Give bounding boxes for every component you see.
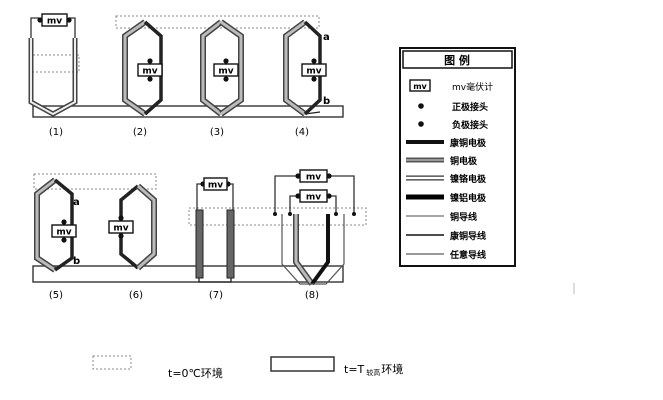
point-label-b: b bbox=[73, 256, 80, 267]
case-label-8: (8) bbox=[305, 290, 319, 301]
millivoltmeter-icon: mv bbox=[51, 224, 77, 238]
case-3-circuit bbox=[200, 19, 244, 117]
meter-label: mv bbox=[47, 17, 62, 27]
meter-label: mv bbox=[218, 67, 233, 77]
case-8-circuit bbox=[273, 173, 356, 286]
millivoltmeter-icon: mv bbox=[299, 189, 328, 203]
case-label-7: (7) bbox=[209, 290, 223, 301]
legend-item-label: 镍铬电极 bbox=[450, 173, 487, 185]
case-1-circuit bbox=[28, 17, 78, 117]
negative-terminal bbox=[147, 76, 153, 82]
legend-item-label: 负极接头 bbox=[452, 119, 488, 131]
meter-label: mv bbox=[113, 224, 128, 234]
legend-item-label: 康铜电极 bbox=[450, 137, 487, 149]
millivoltmeter-icon: mv bbox=[41, 13, 68, 27]
point-label-a: a bbox=[73, 197, 80, 208]
cold-environment-box-1 bbox=[28, 54, 80, 73]
legend-item-label: 铜导线 bbox=[450, 211, 477, 223]
positive-terminal bbox=[118, 215, 124, 221]
cold-environment-swatch bbox=[92, 355, 132, 370]
negative-terminal bbox=[326, 173, 332, 179]
dot-icon bbox=[418, 121, 424, 127]
positive-terminal bbox=[61, 219, 67, 225]
cold-environment-label: t=0℃环境 bbox=[168, 366, 223, 380]
legend-item-label: 任意导线 bbox=[449, 249, 486, 261]
dot-icon bbox=[418, 103, 424, 109]
legend: 图 例 mv mv毫伏计 正极接头 负极接头 康铜电极 铜电极 镍铬电极 镍铝电… bbox=[399, 47, 516, 267]
hot-environment-bar-bottom bbox=[32, 265, 344, 283]
millivoltmeter-icon: mv bbox=[213, 63, 239, 77]
point-label-b: b bbox=[323, 96, 330, 107]
legend-item-label: mv毫伏计 bbox=[452, 81, 493, 93]
hot-environment-swatch bbox=[270, 356, 335, 372]
case-label-4: (4) bbox=[295, 127, 309, 138]
positive-terminal bbox=[311, 58, 317, 64]
legend-title: 图 例 bbox=[444, 53, 470, 67]
negative-terminal bbox=[61, 237, 67, 243]
meter-icon: mv bbox=[409, 79, 431, 92]
hot-environment-bar-top bbox=[32, 105, 344, 118]
legend-title-bar bbox=[402, 50, 513, 69]
legend-item-label: 正极接头 bbox=[452, 101, 488, 113]
case-label-5: (5) bbox=[49, 290, 63, 301]
case-label-6: (6) bbox=[129, 290, 143, 301]
meter-label: mv bbox=[413, 82, 427, 91]
negative-terminal bbox=[223, 76, 229, 82]
case-label-1: (1) bbox=[49, 127, 63, 138]
millivoltmeter-icon: mv bbox=[301, 63, 327, 77]
millivoltmeter-icon: mv bbox=[108, 220, 134, 234]
meter-label: mv bbox=[306, 173, 321, 183]
legend-item-label: 铜电极 bbox=[450, 155, 478, 167]
cold-environment-box-5-6 bbox=[33, 173, 157, 190]
cold-environment-box-7-8 bbox=[188, 207, 367, 226]
negative-terminal bbox=[326, 193, 332, 199]
millivoltmeter-icon: mv bbox=[203, 177, 228, 191]
point-label-a: a bbox=[323, 32, 330, 43]
millivoltmeter-icon: mv bbox=[137, 63, 163, 77]
case-7-circuit bbox=[195, 181, 235, 283]
meter-label: mv bbox=[306, 67, 321, 77]
millivoltmeter-icon: mv bbox=[299, 169, 328, 183]
negative-terminal bbox=[311, 76, 317, 82]
meter-label: mv bbox=[306, 193, 321, 203]
positive-terminal bbox=[295, 193, 301, 199]
legend-item-label: 康铜导线 bbox=[450, 230, 486, 242]
meter-label: mv bbox=[142, 67, 157, 77]
meter-label: mv bbox=[56, 228, 71, 238]
meter-label: mv bbox=[208, 181, 223, 191]
case-label-2: (2) bbox=[133, 127, 147, 138]
case-label-3: (3) bbox=[210, 127, 224, 138]
positive-terminal bbox=[147, 58, 153, 64]
positive-terminal bbox=[295, 173, 301, 179]
negative-terminal bbox=[118, 233, 124, 239]
positive-terminal bbox=[223, 58, 229, 64]
legend-item-label: 镍铝电极 bbox=[450, 192, 487, 204]
